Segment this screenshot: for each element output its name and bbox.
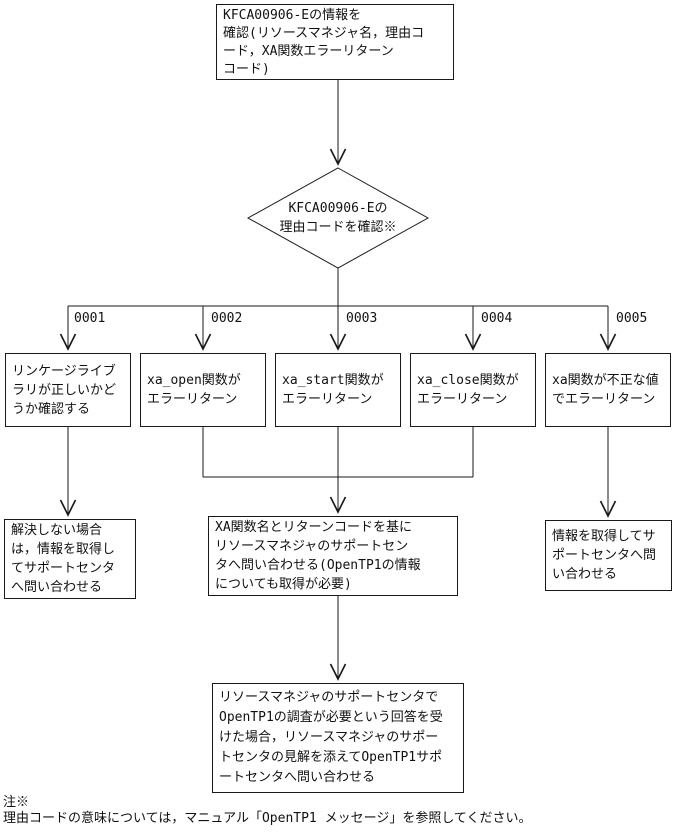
result-box-middle: XA関数名とリターンコードを基に リソースマネジャのサポートセン タへ問い合わせ…: [208, 516, 458, 596]
branch-box-xa-open: xa_open関数が エラーリターン: [140, 353, 266, 427]
decision-diamond-shape: [246, 167, 430, 269]
branch-label-0005: 0005: [616, 311, 648, 326]
branch-label-0002: 0002: [211, 311, 243, 326]
start-box: KFCA00906-Eの情報を 確認(リソースマネジャ名，理由コ ード，XA関数…: [216, 4, 454, 80]
footnote: 注※ 理由コードの意味については，マニュアル「OpenTP1 メッセージ」を参照…: [3, 795, 532, 827]
result-box-right: 情報を取得してサ ポートセンタへ問 い合わせる: [545, 520, 672, 591]
decision-label: KFCA00906-Eの 理由コードを確認※: [279, 201, 397, 235]
branch-box-linkage-check: リンケージライブ ラリが正しいかど うか確認する: [5, 353, 131, 427]
branch-box-xa-invalid: xa関数が不正な値 でエラーリターン: [545, 353, 671, 427]
footnote-marker: 注※: [3, 795, 30, 810]
branch-box-xa-close: xa_close関数が エラーリターン: [410, 353, 536, 427]
branch-label-0004: 0004: [481, 311, 513, 326]
branch-label-0001: 0001: [74, 311, 106, 326]
branch-box-xa-start: xa_start関数が エラーリターン: [275, 353, 401, 427]
result-box-left: 解決しない場合 は，情報を取得し てサポートセンタ へ問い合わせる: [4, 519, 136, 599]
branch-label-0003: 0003: [346, 311, 378, 326]
flow-lines: [59, 79, 617, 681]
final-box: リソースマネジャのサポートセンタで OpenTP1の調査が必要という回答を受 け…: [212, 683, 464, 793]
footnote-text: 理由コードの意味については，マニュアル「OpenTP1 メッセージ」を参照してく…: [3, 811, 532, 826]
